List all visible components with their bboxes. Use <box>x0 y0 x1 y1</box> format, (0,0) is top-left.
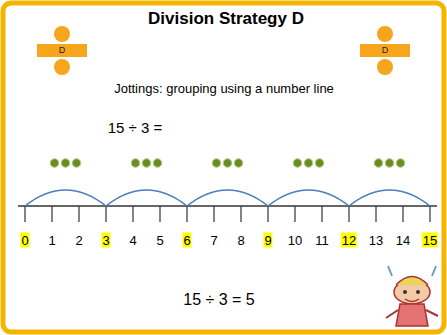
counter-dot <box>374 159 383 168</box>
counter-dot <box>212 159 221 168</box>
cartoon <box>386 266 438 326</box>
number-label: 13 <box>369 233 383 248</box>
tick-mark <box>321 206 322 222</box>
number-line <box>18 159 437 222</box>
cartoon-arm <box>386 310 438 318</box>
division-answer: 15 ÷ 3 = 5 <box>183 291 255 309</box>
divide-dot <box>54 59 70 75</box>
counter-dot <box>304 159 313 168</box>
number-label: 1 <box>48 233 55 248</box>
axis-line <box>18 205 437 207</box>
icon-letter: D <box>382 46 389 55</box>
jump-arc <box>25 190 106 206</box>
counter-dot <box>131 159 140 168</box>
number-label: 5 <box>156 233 163 248</box>
division-question: 15 ÷ 3 = <box>108 119 163 136</box>
subtitle-note: Jottings: grouping using a number line <box>114 81 334 96</box>
counter-dot <box>142 159 151 168</box>
divide-dot <box>377 26 393 42</box>
cartoon-antenna <box>388 266 436 276</box>
number-label: 8 <box>237 233 244 248</box>
icon-letter: D <box>59 46 66 55</box>
tick-mark <box>267 206 268 222</box>
number-label: 3 <box>101 233 110 248</box>
counter-dot <box>223 159 232 168</box>
jump-arc <box>268 190 349 206</box>
counter-dot <box>50 159 59 168</box>
cartoon-hat <box>396 277 428 286</box>
tick-mark <box>294 206 295 222</box>
number-label: 6 <box>182 233 191 248</box>
divide-bar: D <box>37 44 87 57</box>
counter-dot <box>153 159 162 168</box>
tick-mark <box>348 206 349 222</box>
number-label: 15 <box>422 233 438 248</box>
number-label: 12 <box>341 233 357 248</box>
number-label: 11 <box>315 233 329 248</box>
cartoon-eye <box>403 290 407 294</box>
number-label: 7 <box>210 233 217 248</box>
title: Division Strategy D <box>148 9 304 29</box>
counter-dot <box>293 159 302 168</box>
counter-dot <box>234 159 243 168</box>
counter-dot <box>61 159 70 168</box>
counter-dot <box>396 159 405 168</box>
tick-mark <box>24 206 25 222</box>
tick-mark <box>78 206 79 222</box>
frame-border <box>3 3 444 332</box>
tick-mark <box>213 206 214 222</box>
tick-mark <box>375 206 376 222</box>
tick-mark <box>186 206 187 222</box>
cartoon-mouth <box>405 299 419 302</box>
tick-mark <box>105 206 106 222</box>
jump-arc <box>187 190 268 206</box>
tick-mark <box>51 206 52 222</box>
jump-arc <box>349 190 430 206</box>
number-label: 10 <box>288 233 302 248</box>
tick-mark <box>240 206 241 222</box>
divide-dot <box>54 26 70 42</box>
cartoon-body <box>396 304 428 326</box>
tick-mark <box>132 206 133 222</box>
counter-dot <box>72 159 81 168</box>
cartoon-eye <box>416 290 420 294</box>
divide-dot <box>377 59 393 75</box>
counter-dot <box>385 159 394 168</box>
counter-dot <box>315 159 324 168</box>
divide-bar: D <box>360 44 410 57</box>
number-label: 9 <box>263 233 272 248</box>
tick-mark <box>429 206 430 222</box>
number-label: 2 <box>75 233 82 248</box>
number-label: 0 <box>20 233 29 248</box>
jump-arc <box>106 190 187 206</box>
tick-mark <box>402 206 403 222</box>
number-label: 14 <box>396 233 410 248</box>
tick-mark <box>159 206 160 222</box>
number-label: 4 <box>129 233 136 248</box>
